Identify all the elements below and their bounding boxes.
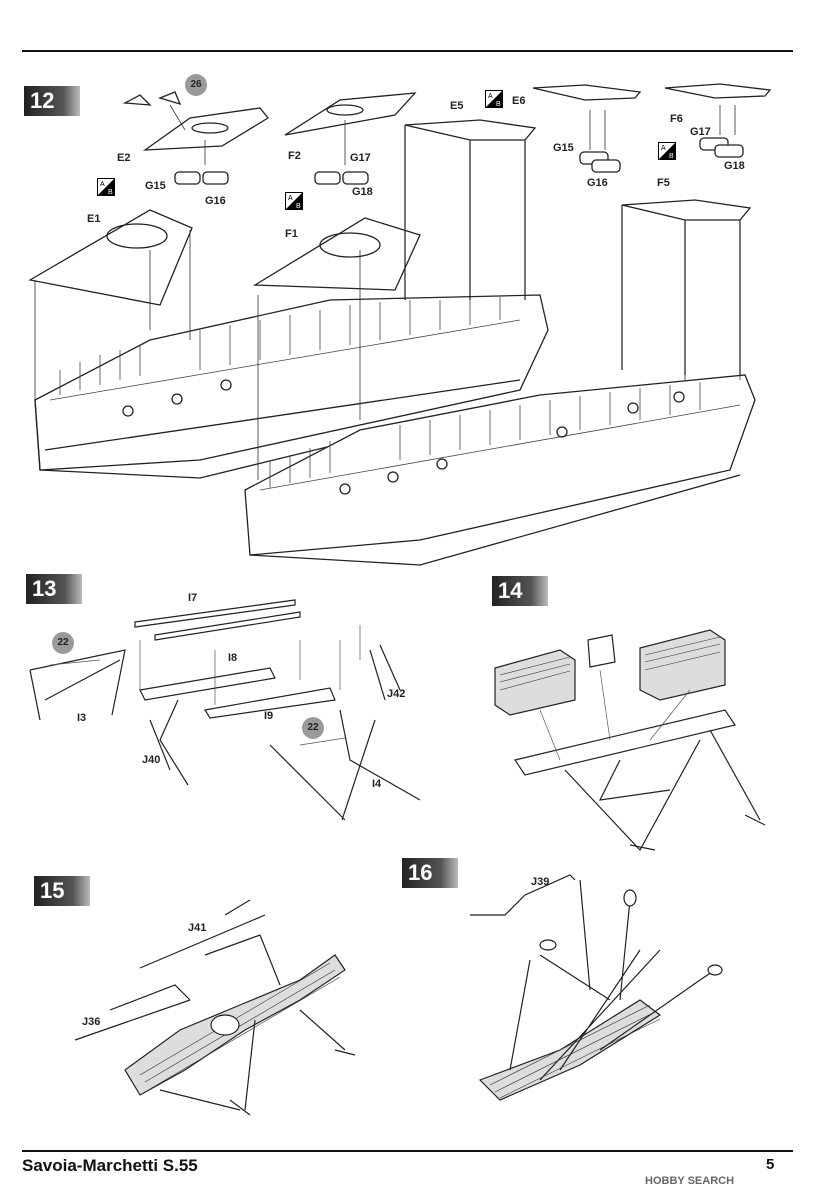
svg-text:B: B xyxy=(496,101,501,108)
svg-text:B: B xyxy=(296,203,301,210)
badge-22: 22 xyxy=(302,717,324,739)
svg-text:A: A xyxy=(488,93,493,100)
label-i8: I8 xyxy=(228,652,238,664)
step-number-12: 12 xyxy=(24,86,80,116)
label-f1: F1 xyxy=(285,228,298,240)
svg-text:A: A xyxy=(100,181,105,188)
label-i4: I4 xyxy=(372,778,382,790)
label-f5: F5 xyxy=(657,177,670,189)
label-j41: J41 xyxy=(188,922,207,934)
badge-26: 26 xyxy=(185,74,207,96)
part-e2 xyxy=(142,107,269,151)
part-f1 xyxy=(252,217,421,291)
label-e2: E2 xyxy=(117,152,131,164)
part-f6 xyxy=(664,83,772,99)
label-g15b: G15 xyxy=(553,142,574,154)
svg-text:B: B xyxy=(669,153,674,160)
hull-right xyxy=(244,374,756,556)
label-e1: E1 xyxy=(87,213,101,225)
step-number-13: 13 xyxy=(26,574,82,604)
page-number: 5 xyxy=(766,1156,775,1173)
badge-22: 22 xyxy=(52,632,74,654)
top-rule xyxy=(22,50,793,52)
label-i7: I7 xyxy=(188,592,198,604)
paint-code-icon: AB xyxy=(97,178,115,196)
label-g15a: G15 xyxy=(145,180,166,192)
watermark: HOBBY SEARCH xyxy=(645,1175,735,1187)
label-j36: J36 xyxy=(82,1016,101,1028)
label-f6: F6 xyxy=(670,113,683,125)
label-g16b: G16 xyxy=(587,177,608,189)
label-g17a: G17 xyxy=(350,152,371,164)
part-e1 xyxy=(28,209,193,306)
label-e6: E6 xyxy=(512,95,526,107)
part-e6 xyxy=(532,84,642,101)
label-e5: E5 xyxy=(450,100,464,112)
footer-title: Savoia-Marchetti S.55 xyxy=(22,1156,198,1175)
step-number-15: 15 xyxy=(34,876,90,906)
part-f5 xyxy=(621,199,752,375)
bottom-rule xyxy=(22,1150,793,1152)
label-i3: I3 xyxy=(77,712,87,724)
label-f2: F2 xyxy=(288,150,301,162)
label-g17b: G17 xyxy=(690,126,711,138)
hull-left xyxy=(34,294,549,471)
paint-code-icon: AB xyxy=(485,90,503,108)
svg-text:A: A xyxy=(288,195,293,202)
label-j42: J42 xyxy=(387,688,406,700)
label-j39: J39 xyxy=(531,876,550,888)
label-g18b: G18 xyxy=(724,160,745,172)
step-number-16: 16 xyxy=(402,858,458,888)
svg-text:A: A xyxy=(661,145,666,152)
step-number-14: 14 xyxy=(492,576,548,606)
part-f2 xyxy=(284,92,417,136)
svg-text:B: B xyxy=(108,189,113,196)
paint-code-icon: AB xyxy=(285,192,303,210)
label-j40: J40 xyxy=(142,754,161,766)
label-i9: I9 xyxy=(264,710,274,722)
paint-code-icon: AB xyxy=(658,142,676,160)
label-g18a: G18 xyxy=(352,186,373,198)
label-g16a: G16 xyxy=(205,195,226,207)
